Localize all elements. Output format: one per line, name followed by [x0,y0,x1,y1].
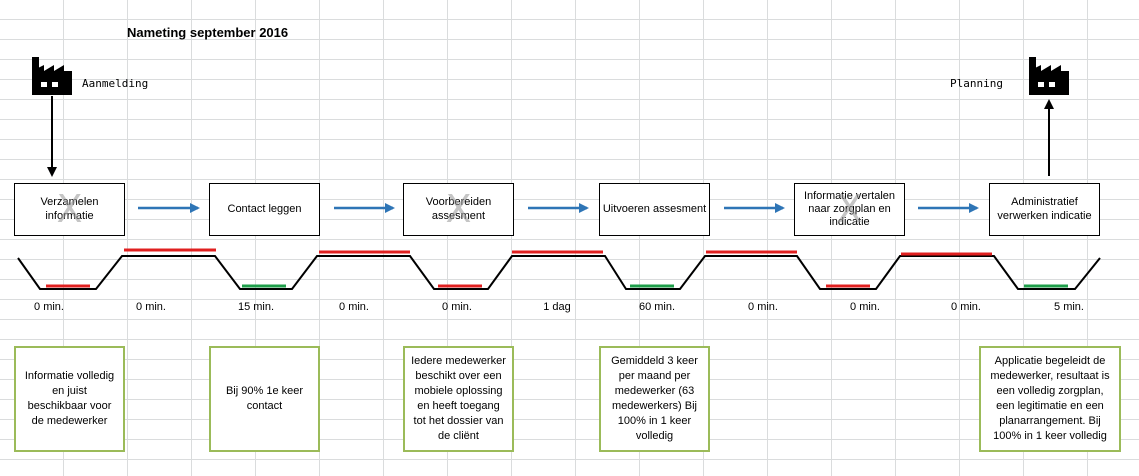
process-step: Informatie vertalen naar zorgplan en ind… [794,183,905,236]
time-label: 1 dag [543,301,571,313]
process-step: Voorbereiden assesment X [403,183,514,236]
note-text: Applicatie begeleidt de medewerker, resu… [990,355,1110,442]
process-label: Voorbereiden assesment [425,196,492,222]
process-label: Uitvoeren assesment [602,202,707,215]
process-label: Verzamelen informatie [40,196,99,222]
time-label: 0 min. [748,301,778,313]
note-text: Bij 90% 1e keer contact [225,385,304,412]
time-label: 0 min. [136,301,166,313]
note-box: Gemiddeld 3 keer per maand per medewerke… [599,346,710,452]
note-box: Bij 90% 1e keer contact [209,346,320,452]
time-label: 0 min. [442,301,472,313]
time-label: 0 min. [951,301,981,313]
time-label: 5 min. [1054,301,1084,313]
time-label: 15 min. [237,301,275,313]
note-box: Iedere medewerker beschikt over een mobi… [403,346,514,452]
note-box: Informatie volledig en juist beschikbaar… [14,346,125,452]
note-text: Gemiddeld 3 keer per maand per medewerke… [611,355,698,442]
process-step: Uitvoeren assesment [599,183,710,236]
end-label: Planning [950,77,1003,90]
process-label: Informatie vertalen naar zorgplan en ind… [803,189,896,229]
note-text: Iedere medewerker beschikt over een mobi… [411,355,506,442]
process-label: Contact leggen [227,202,302,215]
timeline-line [17,255,1101,290]
factory-icon [32,57,72,95]
time-label: 0 min. [850,301,880,313]
diagram-title: Nameting september 2016 [127,25,289,40]
process-step: Verzamelen informatie X [14,183,125,236]
note-text: Informatie volledig en juist beschikbaar… [24,370,115,427]
note-box: Applicatie begeleidt de medewerker, resu… [979,346,1121,452]
time-label: 0 min. [34,301,64,313]
start-label: Aanmelding [82,77,149,90]
time-label: 0 min. [339,301,369,313]
process-label: Administratief verwerken indicatie [997,196,1092,222]
process-step: Contact leggen [209,183,320,236]
process-step: Administratief verwerken indicatie [989,183,1100,236]
factory-icon [1029,57,1069,95]
time-label: 60 min. [638,301,676,313]
